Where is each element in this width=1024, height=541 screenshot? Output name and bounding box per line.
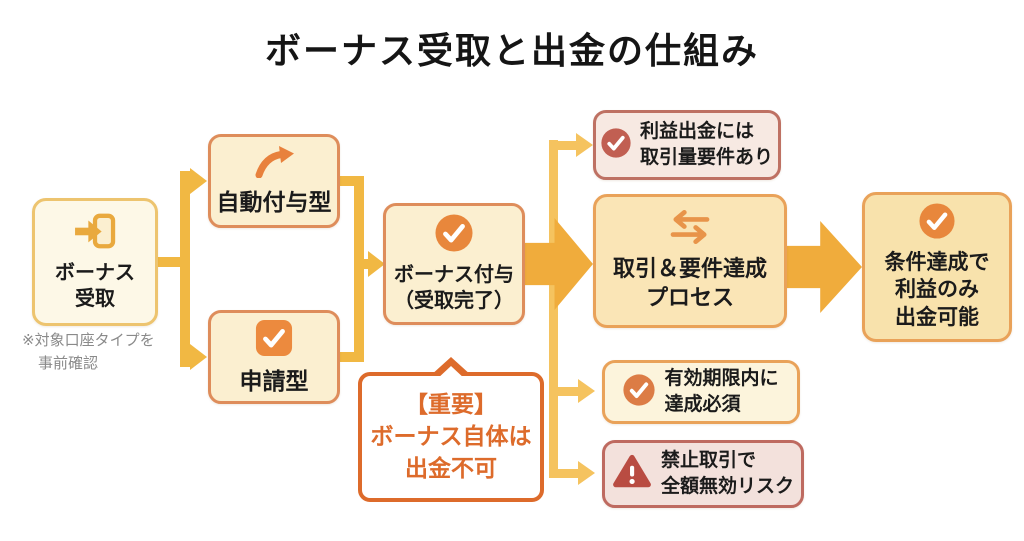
node-label: 条件達成で [884,251,990,275]
node-process: 取引＆要件達成 プロセス [593,194,787,328]
node-withdraw-ok: 条件達成で 利益のみ 出金可能 [862,192,1012,342]
check-circle-icon [919,203,955,244]
warning-triangle-icon [612,454,652,495]
node-label: 受取 [75,288,115,310]
node-label: 取引量要件あり [639,147,773,168]
node-apply-type: 申請型 [208,310,340,404]
connector-branch-top [549,141,577,150]
node-bonus-receive: ボーナス 受取 [32,198,158,326]
big-arrow-granted-to-process [523,218,593,310]
node-label: 利益出金には [639,121,754,143]
node-label: 達成必須 [664,394,741,415]
footnote: ※対象口座タイプを 事前確認 [22,330,192,375]
node-label: 取引＆要件達成 [612,255,767,281]
node-label: 利益のみ [895,278,979,302]
connector-left-trunk [180,171,190,367]
connector-merge-trunk [354,176,364,362]
node-auto-grant: 自動付与型 [208,134,340,228]
node-label: ボーナス付与 [394,264,514,286]
connector-branch-deadline [549,387,579,396]
arrowhead-to-granted [368,251,385,277]
connector-apply-out [338,352,364,362]
node-label: 有効期限内に [664,368,779,390]
node-label: プロセス [645,285,734,310]
connector-merge-mid [354,259,370,269]
node-label: 自動付与型 [216,188,332,215]
connector-receive-out [156,257,190,267]
node-label: 出金可能 [895,305,979,329]
callout-line: 【重要】 [405,391,497,418]
callout-line: ボーナス自体は [370,423,532,450]
node-risk: 禁止取引で 全額無効リスク [602,440,804,508]
curved-arrow-icon [252,145,296,183]
important-callout: 【重要】 ボーナス自体は 出金不可 [358,357,544,502]
check-circle-icon [601,127,631,163]
swap-arrows-icon [667,209,713,249]
node-label: ボーナス [55,262,135,284]
check-circle-icon [435,214,473,257]
check-circle-icon [623,373,656,411]
node-bonus-granted: ボーナス付与 （受取完了） [383,203,525,325]
callout-line: 出金不可 [405,454,497,481]
connector-right-trunk [549,140,558,478]
big-arrow-process-to-withdraw [786,221,862,313]
arrowhead-to-deadline [578,379,595,403]
arrowhead-to-risk [578,461,595,485]
page-title: ボーナス受取と出金の仕組み [264,30,759,71]
node-profit-requirement: 利益出金には 取引量要件あり [593,110,781,180]
arrowhead-to-apply [190,344,207,370]
arrowhead-to-auto [190,168,207,194]
node-label: 申請型 [239,367,309,394]
node-label: 全額無効リスク [660,476,794,497]
node-deadline: 有効期限内に 達成必須 [602,360,800,424]
login-icon [71,212,119,255]
node-label: 禁止取引で [660,450,756,472]
callout-tail-fill [436,366,466,380]
footnote-line: ※対象口座タイプを [22,332,155,349]
connector-branch-risk [549,469,579,478]
arrowhead-to-profit-req [576,133,593,157]
footnote-line: 事前確認 [38,354,99,372]
node-label: （受取完了） [394,290,514,312]
check-square-icon [255,319,293,362]
connector-auto-out [338,176,364,186]
